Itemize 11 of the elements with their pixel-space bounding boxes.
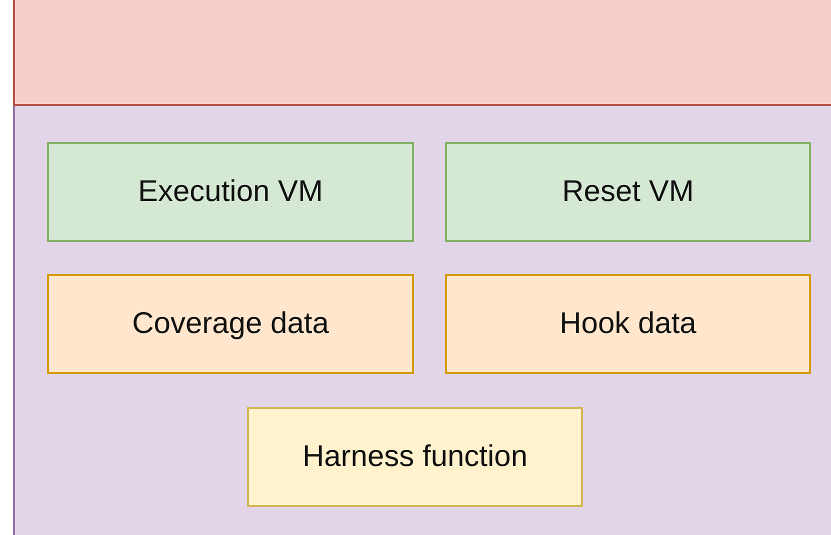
component-label: Reset VM <box>562 175 694 209</box>
component-label: Coverage data <box>132 307 329 341</box>
component-box <box>47 142 414 242</box>
component-box <box>47 274 414 374</box>
component-box <box>247 407 583 507</box>
component-label: Harness function <box>302 440 528 474</box>
component-label: Execution VM <box>138 175 324 209</box>
container-panel <box>13 0 831 535</box>
component-label: Hook data <box>560 307 696 341</box>
component-box <box>445 274 811 374</box>
component-box <box>445 142 811 242</box>
